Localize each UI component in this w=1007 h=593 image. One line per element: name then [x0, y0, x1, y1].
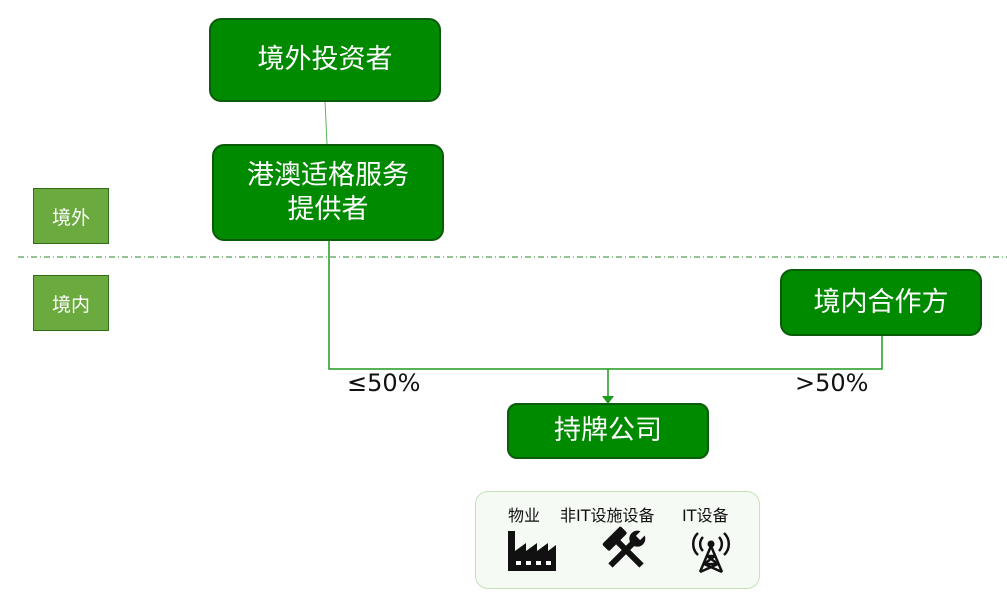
- provider-connector: [328, 240, 608, 370]
- hk-macau-provider-label-line1: 港澳适格服务: [247, 159, 409, 191]
- licensed-company-label: 持牌公司: [554, 415, 662, 447]
- foreign-investor-node: 境外投资者: [209, 18, 441, 102]
- region-onshore-text: 境内: [51, 293, 90, 316]
- domestic-partner-node: 境内合作方: [780, 269, 982, 336]
- partner-connector: [608, 335, 883, 370]
- foreign-investor-label: 境外投资者: [257, 44, 393, 76]
- region-offshore-text: 境外: [51, 206, 90, 229]
- antenna-tower-icon: [691, 532, 731, 574]
- region-offshore-label: 境外: [33, 188, 109, 244]
- asset-label-it-equipment: IT设备: [682, 506, 729, 525]
- licensed-company-node: 持牌公司: [507, 403, 709, 459]
- investor-to-provider-line: [324, 100, 328, 145]
- domestic-share-label: >50%: [795, 369, 869, 397]
- hk-macau-provider-node: 港澳适格服务 提供者: [212, 144, 444, 241]
- factory-icon: [508, 531, 556, 571]
- region-onshore-label: 境内: [33, 275, 109, 331]
- hk-macau-share-label: ≤50%: [347, 369, 421, 397]
- asset-label-non-it-equipment: 非IT设施设备: [560, 506, 655, 525]
- hammer-wrench-icon: [602, 526, 647, 568]
- domestic-partner-label: 境内合作方: [813, 286, 949, 318]
- merge-arrowhead: [602, 396, 614, 404]
- asset-label-property: 物业: [508, 506, 541, 525]
- hk-macau-provider-label-line2: 提供者: [287, 193, 369, 225]
